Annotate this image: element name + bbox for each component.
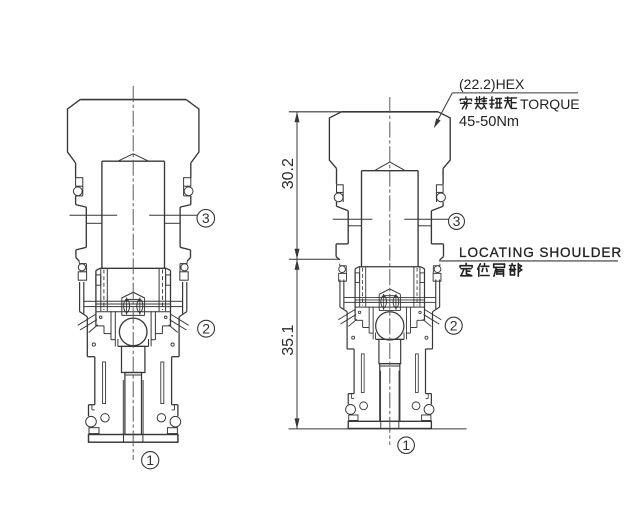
svg-text:1: 1 [146, 452, 154, 468]
svg-text:3: 3 [453, 213, 461, 229]
svg-text:35.1: 35.1 [280, 325, 297, 356]
svg-text:1: 1 [402, 437, 410, 453]
svg-text:3: 3 [202, 210, 210, 226]
svg-text:2: 2 [450, 317, 458, 333]
svg-text:TORQUE: TORQUE [520, 96, 580, 112]
svg-text:45-50Nm: 45-50Nm [459, 114, 519, 130]
svg-text:(22.2)HEX: (22.2)HEX [459, 76, 525, 92]
svg-text:LOCATING SHOULDER: LOCATING SHOULDER [459, 245, 622, 260]
svg-text:30.2: 30.2 [280, 158, 297, 189]
svg-text:2: 2 [202, 320, 210, 336]
